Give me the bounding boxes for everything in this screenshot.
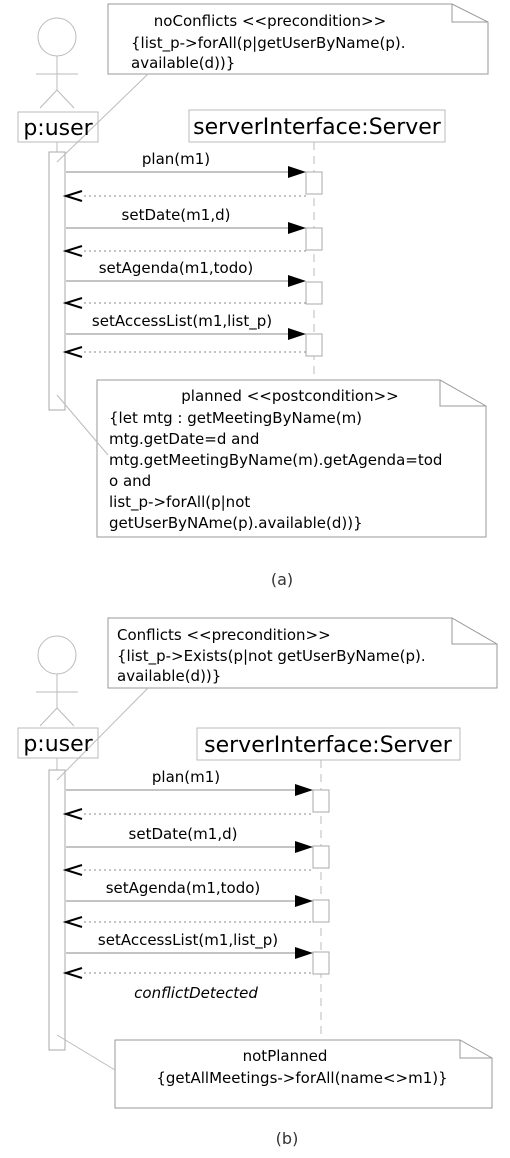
caption-b: (b) [276, 1129, 299, 1148]
post-note-a-line-1: planned <<postcondition>> [181, 387, 398, 405]
arrowheads-a [288, 166, 306, 340]
post-note-b-line-1: notPlanned [243, 1047, 328, 1065]
message-setaccesslist-b: setAccessList(m1,list_p) [98, 931, 278, 950]
post-note-a-line-5: o and [109, 472, 151, 490]
server-box-a [188, 109, 446, 143]
message-arrows-b [66, 789, 313, 974]
actor-label-a: p:user [23, 116, 93, 141]
message-plan-b: plan(m1) [152, 768, 220, 786]
actor-figure-a [36, 17, 78, 109]
message-setagenda-a: setAgenda(m1,todo) [99, 259, 254, 277]
actor-box-b [17, 727, 99, 759]
panel-a [17, 3, 489, 538]
reply-arrowheads-a [62, 190, 83, 358]
actor-activation-a [48, 151, 66, 411]
pre-note-a-line-2: {list_p->forAll(p|getUserByName(p). [131, 34, 405, 53]
pre-note-b-line-3: available(d))} [117, 667, 221, 685]
actor-box-a [17, 111, 99, 143]
reply-arrowheads-b [62, 808, 83, 979]
post-note-a-line-4: mtg.getMeetingByName(m).getAgenda=tod [109, 451, 442, 469]
post-note-b [114, 1039, 493, 1109]
message-plan-a: plan(m1) [142, 150, 210, 168]
caption-a: (a) [271, 570, 293, 589]
message-setaccesslist-a: setAccessList(m1,list_p) [92, 312, 272, 331]
actor-figure-b [36, 635, 78, 727]
post-note-a-line-7: getUserByNAme(p).available(d))} [109, 514, 363, 532]
panel-b [17, 617, 498, 1109]
post-note-a-line-2: {let mtg : getMeetingByName(m) [109, 409, 362, 427]
message-arrows-a [66, 171, 306, 353]
server-label-b: serverInterface:Server [204, 733, 453, 758]
message-setagenda-b: setAgenda(m1,todo) [106, 879, 261, 897]
pre-note-b [107, 617, 498, 689]
pre-note-a [107, 3, 489, 75]
post-note-a [96, 379, 487, 538]
actor-label-b: p:user [23, 732, 93, 757]
arrowheads-b [295, 784, 313, 959]
actor-activation-b [48, 769, 66, 1051]
message-setdate-b: setDate(m1,d) [129, 825, 238, 843]
post-note-b-line-2: {getAllMeetings->forAll(name<>m1)} [156, 1069, 447, 1087]
server-box-b [196, 727, 461, 761]
server-label-a: serverInterface:Server [193, 115, 442, 140]
pre-note-a-line-1: noConflicts <<precondition>> [154, 12, 386, 30]
post-note-a-line-6: list_p->forAll(p|not [109, 493, 250, 512]
reply-label-conflict: conflictDetected [134, 984, 258, 1002]
pre-note-b-line-2: {list_p->Exists(p|not getUserByName(p). [117, 647, 426, 666]
message-setdate-a: setDate(m1,d) [122, 206, 231, 224]
pre-note-b-line-1: Conflicts <<precondition>> [117, 626, 331, 644]
post-note-a-line-3: mtg.getDate=d and [109, 430, 259, 448]
pre-note-a-line-3: available(d))} [131, 54, 235, 72]
